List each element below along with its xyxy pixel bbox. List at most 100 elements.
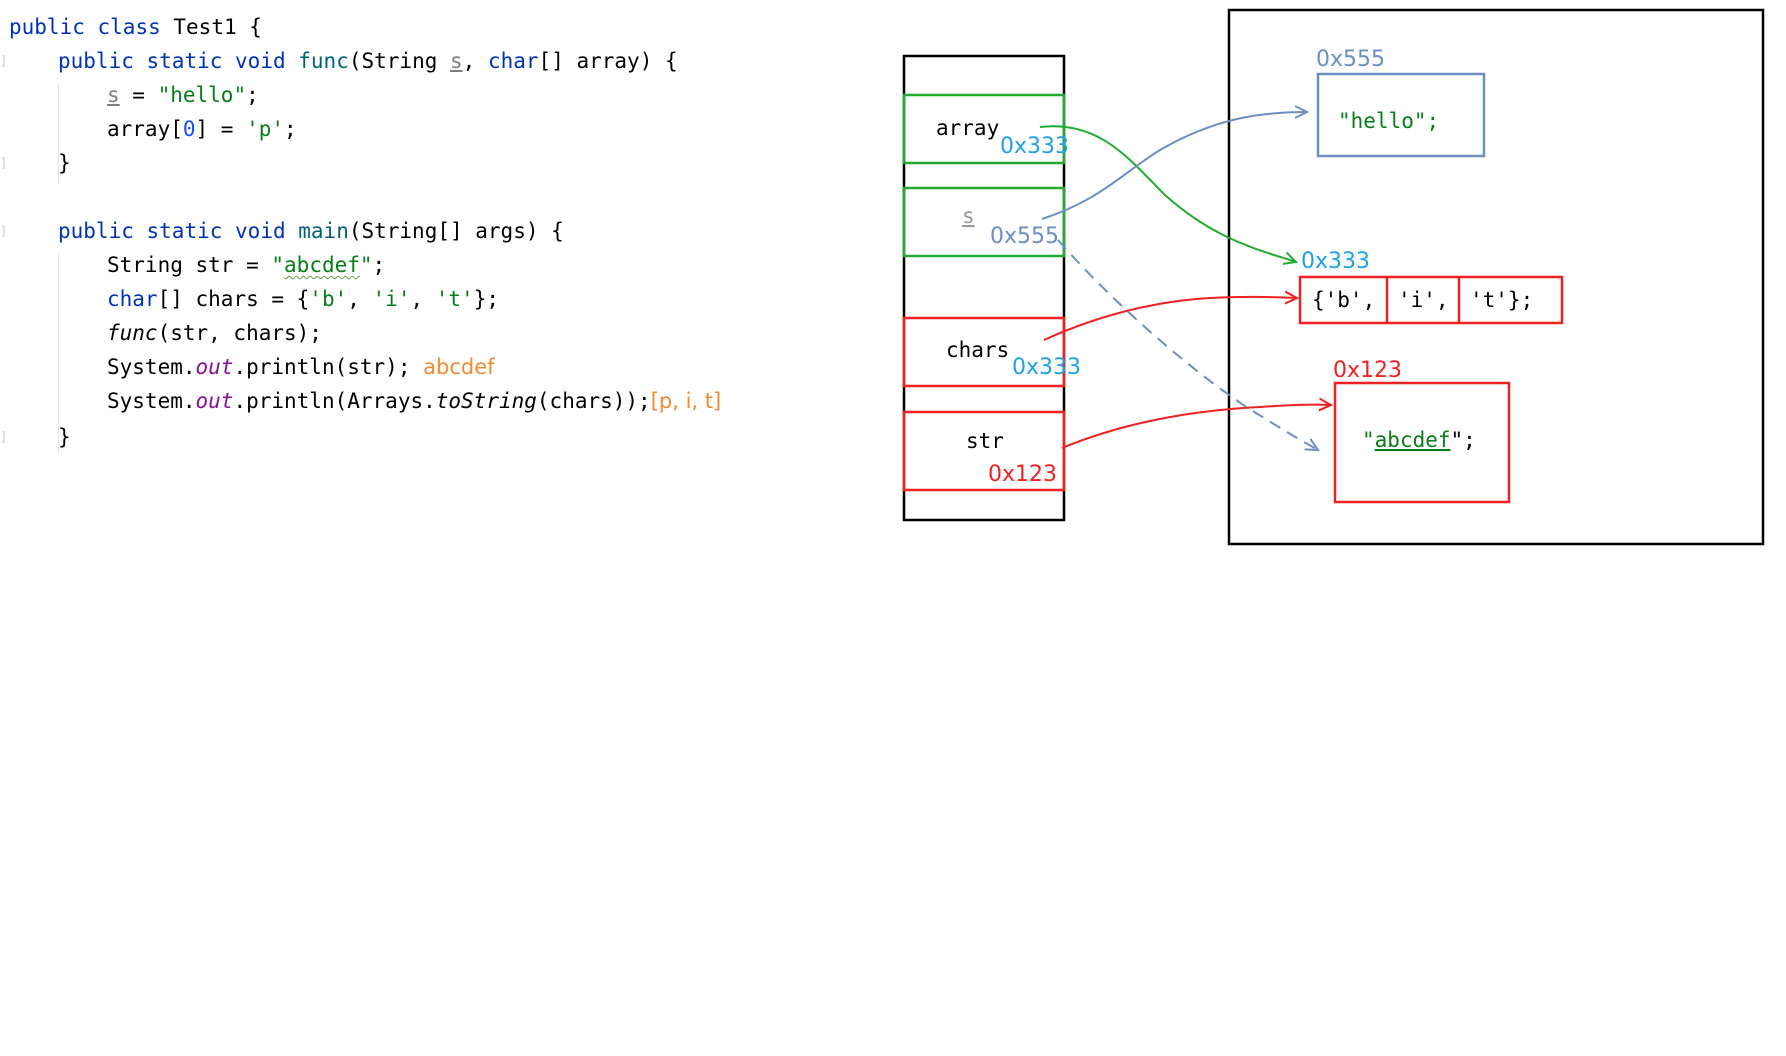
method-call: toString bbox=[435, 389, 537, 413]
reference-arrow-s bbox=[1041, 112, 1307, 220]
param-name: s bbox=[107, 83, 120, 107]
string-literal: " bbox=[359, 253, 373, 277]
code-text: ] = bbox=[195, 117, 247, 141]
punct: = bbox=[119, 83, 158, 107]
brace: } bbox=[58, 151, 71, 175]
keyword: class bbox=[97, 15, 161, 39]
code-line: array[0] = 'p'; bbox=[107, 112, 297, 146]
output-annotation: abcdef bbox=[423, 355, 495, 379]
code-editor: ] ] ] ] public class Test1 { public stat… bbox=[0, 0, 721, 1056]
code-text: System. bbox=[107, 355, 196, 379]
code-text: (str, chars); bbox=[157, 321, 322, 345]
string-literal: " bbox=[271, 253, 285, 277]
addr-label: 0x555 bbox=[1316, 47, 1385, 72]
heap-object-text: "abcdef"; bbox=[1362, 428, 1476, 452]
code-line: s = "hello"; bbox=[107, 78, 259, 112]
code-text: .println(str); bbox=[233, 355, 411, 379]
keyword: void bbox=[235, 49, 286, 73]
brace: } bbox=[58, 425, 71, 449]
fold-marker[interactable]: ] bbox=[0, 54, 8, 68]
code-line: public static void main(String[] args) { bbox=[58, 214, 564, 248]
stack-frame bbox=[902, 54, 1066, 522]
heap-area bbox=[1227, 8, 1765, 546]
method-name: func bbox=[298, 49, 349, 73]
reference-arrow-s-initial bbox=[1057, 239, 1318, 450]
string-literal: abcdef bbox=[284, 253, 360, 277]
indent-guide bbox=[58, 84, 59, 184]
stack-slot-array bbox=[902, 93, 1066, 165]
code-text: String str = bbox=[107, 253, 272, 277]
code-line: System.out.println(Arrays.toString(chars… bbox=[107, 384, 721, 418]
heap-object-array bbox=[1298, 275, 1564, 325]
code-text: (String[] args) { bbox=[348, 219, 564, 243]
code-line: char[] chars = {'b', 'i', 't'}; bbox=[107, 282, 499, 316]
stack-slot-str bbox=[902, 410, 1066, 492]
indent-guide bbox=[58, 254, 59, 454]
keyword: void bbox=[235, 219, 286, 243]
punct: }; bbox=[473, 287, 499, 311]
reference-arrow-str bbox=[1061, 405, 1331, 449]
var-label-s: s bbox=[962, 204, 975, 228]
punct: , bbox=[347, 287, 373, 311]
addr-label: 0x333 bbox=[1000, 134, 1069, 159]
code-line: System.out.println(str); abcdef bbox=[107, 350, 495, 384]
method-call: func bbox=[107, 321, 158, 345]
char-literal: 'p' bbox=[246, 117, 285, 141]
code-text: [] array) { bbox=[538, 49, 678, 73]
code-line: public static void func(String s, char[]… bbox=[58, 44, 678, 78]
code-text: .println(Arrays. bbox=[233, 389, 436, 413]
string-literal: "hello" bbox=[157, 83, 247, 107]
array-cell: 'i', bbox=[1398, 288, 1449, 312]
keyword: char bbox=[487, 49, 539, 73]
code-line: public class Test1 { bbox=[9, 10, 262, 44]
code-line: } bbox=[58, 146, 71, 180]
keyword: public bbox=[58, 49, 134, 73]
heap-object-text: "hello"; bbox=[1338, 109, 1439, 133]
code-line: func(str, chars); bbox=[107, 316, 322, 350]
punct: ; bbox=[372, 253, 386, 277]
param-name: s bbox=[450, 49, 463, 73]
char-literal: 't' bbox=[435, 287, 474, 311]
punct: , bbox=[410, 287, 436, 311]
brace: { bbox=[249, 15, 262, 39]
punct: ( bbox=[348, 49, 362, 73]
output-annotation: [p, i, t] bbox=[650, 389, 722, 413]
code-text: array[ bbox=[107, 117, 183, 141]
static-field: out bbox=[195, 355, 234, 379]
type-name: String bbox=[361, 49, 438, 73]
var-label-str: str bbox=[966, 429, 1004, 453]
code-text: System. bbox=[107, 389, 196, 413]
fold-marker[interactable]: ] bbox=[0, 430, 8, 444]
method-name: main bbox=[298, 219, 349, 243]
keyword: static bbox=[146, 219, 223, 243]
code-text: (chars)); bbox=[536, 389, 651, 413]
char-literal: 'i' bbox=[372, 287, 411, 311]
heap-object-abcdef bbox=[1333, 381, 1511, 504]
fold-marker[interactable]: ] bbox=[0, 224, 8, 238]
array-cell: 't'}; bbox=[1470, 288, 1533, 312]
fold-marker[interactable]: ] bbox=[0, 156, 8, 170]
keyword: char bbox=[107, 287, 158, 311]
code-line: String str = "abcdef"; bbox=[107, 248, 385, 282]
number-literal: 0 bbox=[182, 117, 196, 141]
class-name: Test1 bbox=[173, 15, 237, 39]
reference-arrow-array bbox=[1039, 125, 1296, 262]
addr-label: 0x123 bbox=[1333, 358, 1402, 383]
char-literal: 'b' bbox=[309, 287, 348, 311]
punct: , bbox=[462, 49, 488, 73]
static-field: out bbox=[195, 389, 234, 413]
reference-arrow-chars bbox=[1043, 297, 1297, 341]
keyword: public bbox=[58, 219, 134, 243]
code-text: [] chars = { bbox=[157, 287, 310, 311]
addr-label: 0x333 bbox=[1301, 249, 1370, 274]
punct: ; bbox=[284, 117, 297, 141]
addr-label: 0x333 bbox=[1012, 355, 1081, 380]
stack-slot-s bbox=[902, 186, 1066, 258]
punct: ; bbox=[246, 83, 259, 107]
heap-object-hello bbox=[1316, 72, 1486, 158]
addr-label: 0x555 bbox=[990, 224, 1059, 249]
keyword: public bbox=[9, 15, 85, 39]
stack-slot-chars bbox=[902, 316, 1066, 388]
var-label-chars: chars bbox=[946, 338, 1009, 362]
memory-diagram: array 0x333 s 0x555 chars 0x333 str 0x12… bbox=[902, 8, 1765, 546]
